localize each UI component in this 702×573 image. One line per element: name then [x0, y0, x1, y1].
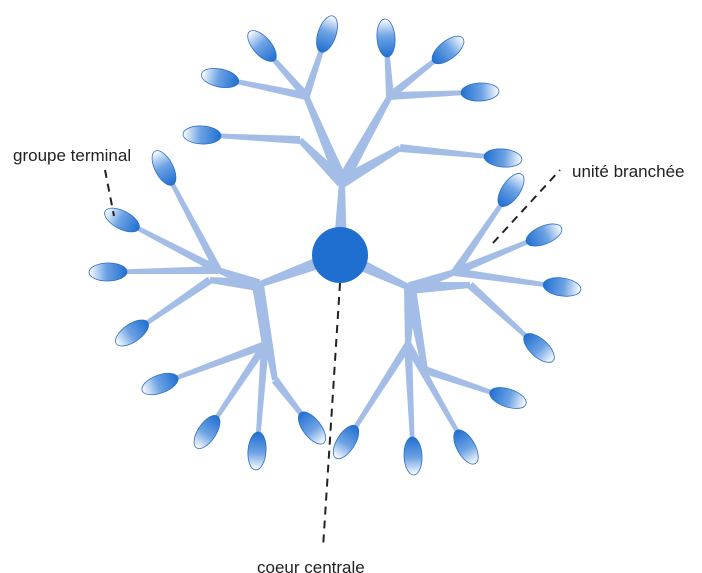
terminal-group	[483, 147, 523, 169]
terminal-group	[376, 18, 397, 57]
terminal-group	[101, 203, 143, 237]
terminal-group	[189, 411, 225, 453]
terminal-group	[487, 383, 529, 412]
terminal-group	[542, 275, 582, 298]
terminal-group	[523, 219, 565, 250]
terminal-group	[200, 65, 241, 90]
label-branched-unit: unité branchée	[572, 163, 684, 180]
terminal-group	[89, 263, 127, 282]
central-core-circle	[312, 227, 368, 283]
secondary-branch	[410, 282, 470, 294]
label-terminal-group: groupe terminal	[13, 147, 131, 164]
terminal-group	[328, 421, 364, 463]
secondary-branch	[210, 277, 259, 291]
terminal-group	[247, 431, 268, 470]
leader-central-core	[323, 283, 340, 548]
terminal-group	[461, 82, 500, 102]
label-central-core: coeur centrale	[257, 559, 365, 573]
terminal-group	[183, 125, 222, 145]
terminal-group	[139, 369, 181, 399]
terminal-group	[449, 426, 483, 468]
terminal-group	[147, 147, 181, 189]
terminal-group	[403, 437, 423, 476]
terminal-group	[312, 13, 341, 55]
leader-lines	[105, 170, 560, 548]
